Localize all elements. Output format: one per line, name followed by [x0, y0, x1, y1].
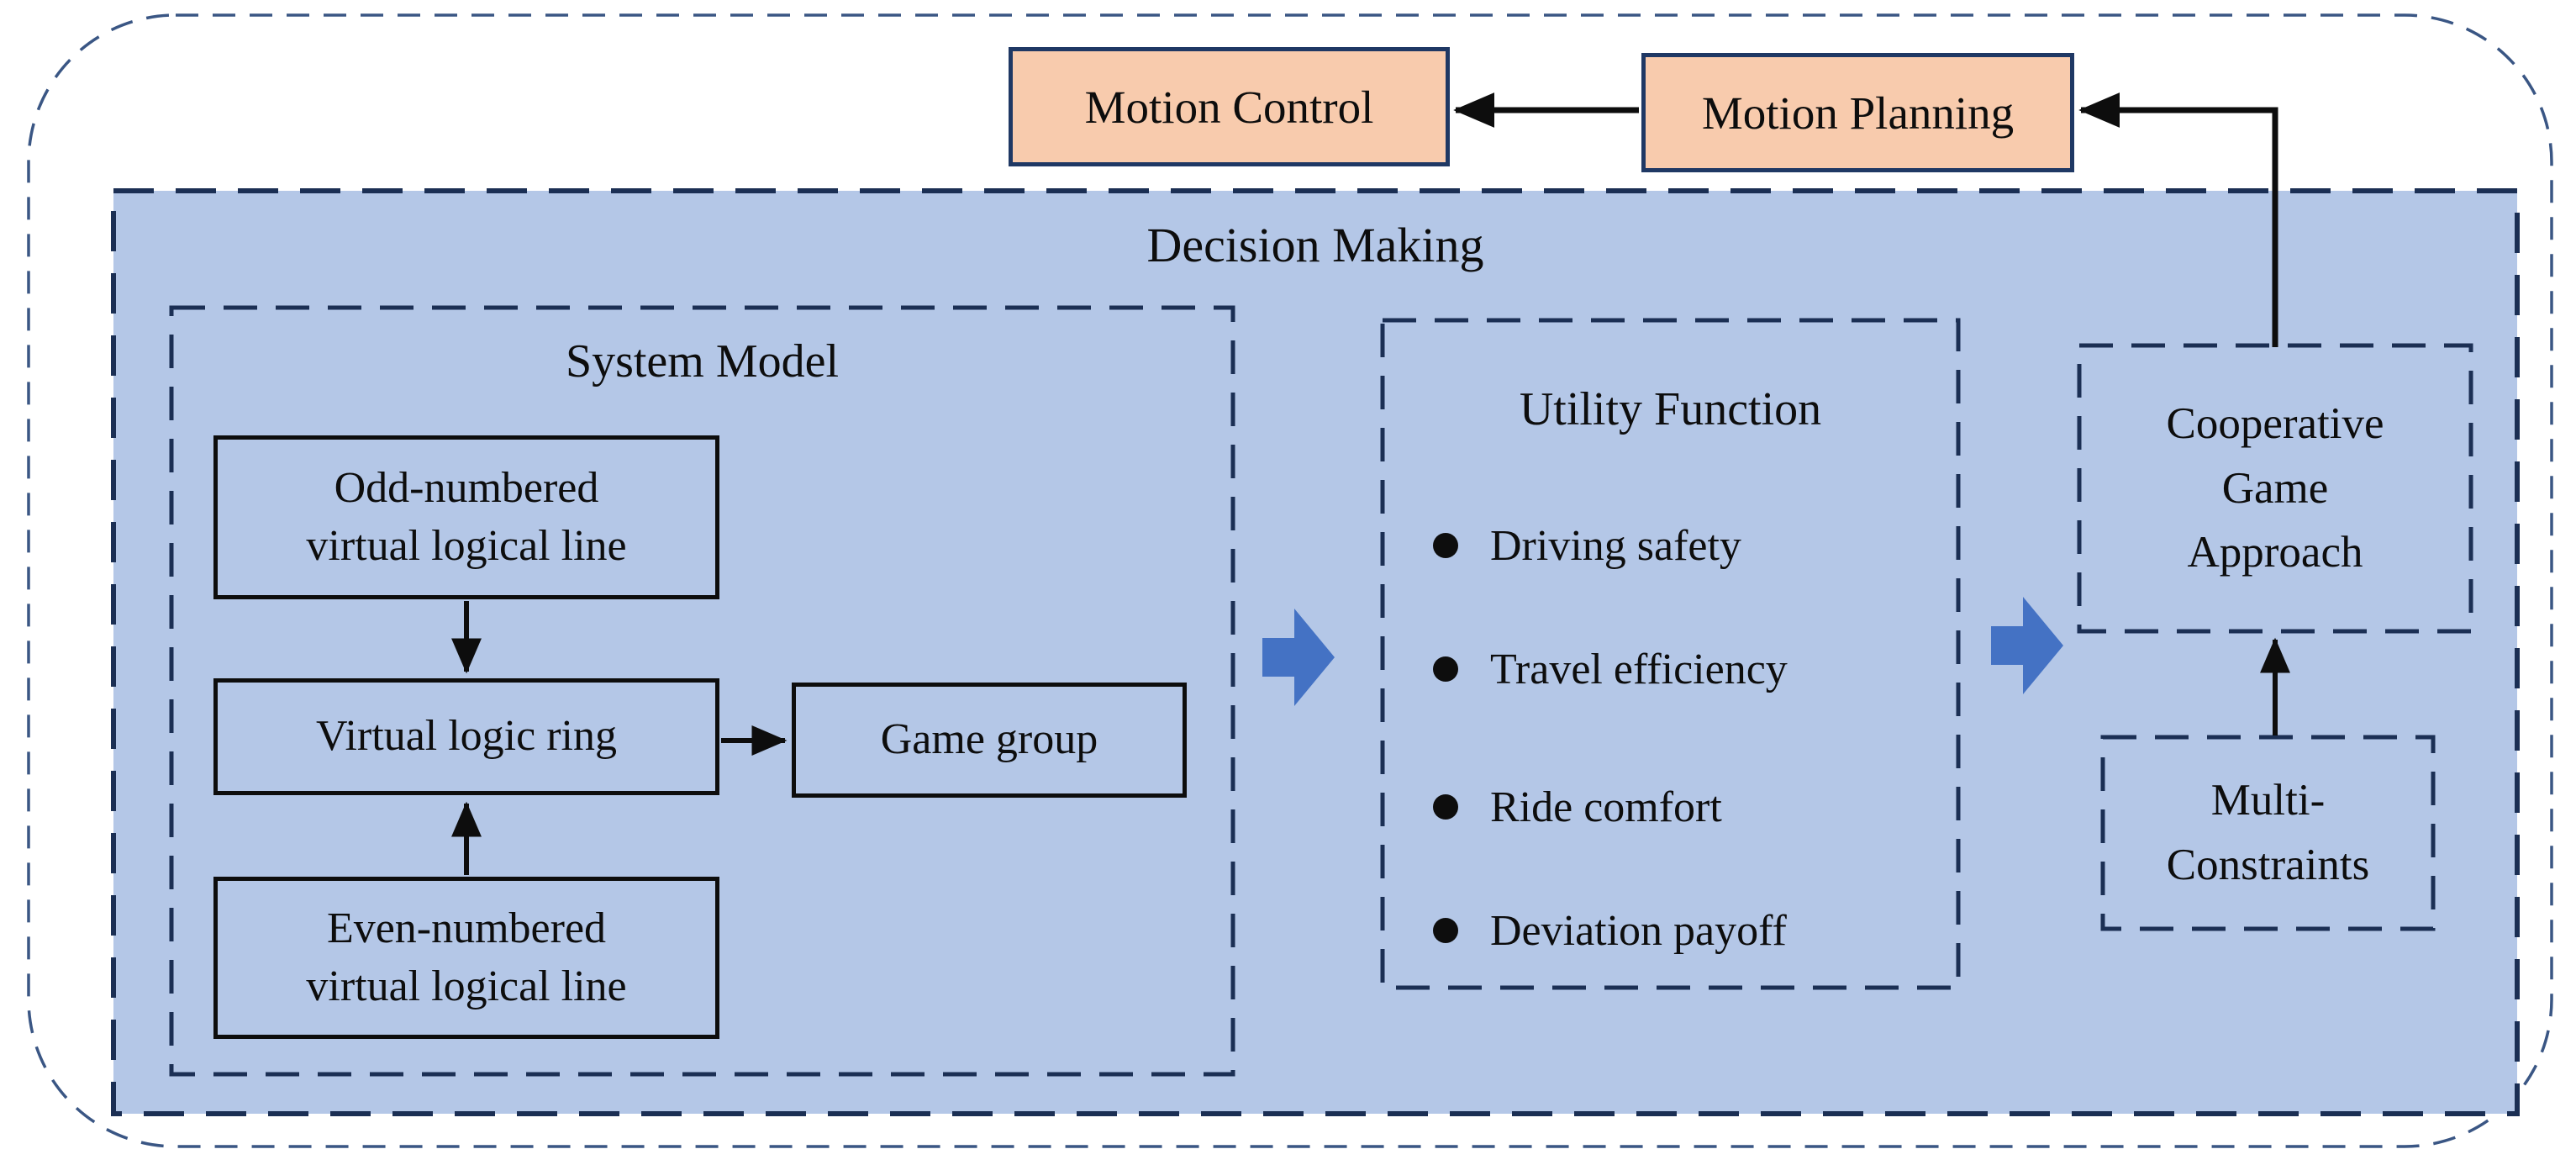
- motion-control-label: Motion Control: [1084, 81, 1374, 133]
- bullet-label: Driving safety: [1490, 521, 1741, 570]
- odd-line-box: Odd-numbered virtual logical line: [213, 435, 719, 599]
- outer-dashed-border: [27, 13, 2553, 1148]
- multi-constraints-label: Multi- Constraints: [2166, 776, 2370, 889]
- decision-making-title: Decision Making: [1146, 218, 1484, 272]
- bullet-dot-icon: [1433, 918, 1458, 943]
- motion-control-box: Motion Control: [1009, 47, 1450, 166]
- bullet-item: Driving safety: [1433, 515, 1741, 576]
- even-line-label: Even-numbered virtual logical line: [306, 904, 627, 1010]
- bullet-label: Travel efficiency: [1490, 645, 1788, 693]
- bullet-item: Travel efficiency: [1433, 639, 1788, 699]
- game-group-label: Game group: [880, 715, 1098, 764]
- even-line-box: Even-numbered virtual logical line: [213, 877, 719, 1039]
- virtual-logic-ring-label: Virtual logic ring: [316, 712, 617, 761]
- bullet-item: Deviation payoff: [1433, 900, 1787, 961]
- motion-planning-label: Motion Planning: [1701, 87, 2015, 139]
- cooperative-game-box: [2077, 343, 2473, 634]
- bullet-item: Ride comfort: [1433, 777, 1722, 837]
- bullet-dot-icon: [1433, 533, 1458, 558]
- utility-function-panel: [1380, 318, 1961, 990]
- odd-line-label: Odd-numbered virtual logical line: [306, 463, 627, 570]
- bullet-label: Ride comfort: [1490, 783, 1722, 831]
- virtual-logic-ring-box: Virtual logic ring: [213, 678, 719, 795]
- bullet-dot-icon: [1433, 656, 1458, 682]
- flow-arrow-1-icon: [1262, 609, 1335, 706]
- bullet-dot-icon: [1433, 794, 1458, 820]
- motion-planning-box: Motion Planning: [1641, 53, 2074, 172]
- bullet-label: Deviation payoff: [1490, 906, 1787, 955]
- flow-arrow-2-icon: [1991, 597, 2063, 694]
- cooperative-game-label: Cooperative Game Approach: [2166, 398, 2384, 577]
- multi-constraints-box: [2100, 735, 2436, 931]
- system-model-title: System Model: [565, 335, 840, 387]
- game-group-box: Game group: [792, 683, 1187, 798]
- system-model-panel: [169, 305, 1235, 1077]
- utility-function-title: Utility Function: [1519, 383, 1822, 435]
- arrow-coop-to-planning: [2078, 92, 2278, 347]
